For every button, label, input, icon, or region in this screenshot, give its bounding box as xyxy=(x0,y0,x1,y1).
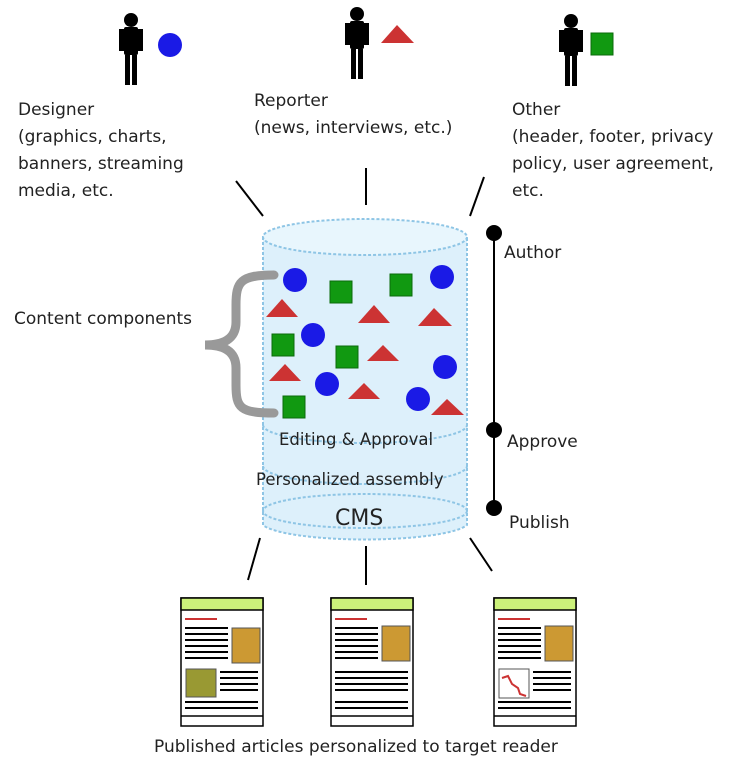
designer-person-icon xyxy=(119,13,143,85)
cms-label: CMS xyxy=(335,506,384,531)
editing-approval-label: Editing & Approval xyxy=(279,430,434,449)
connector-article-3 xyxy=(469,537,493,572)
other-square-icon xyxy=(590,32,614,56)
component-circle xyxy=(301,323,325,347)
designer-circle-icon xyxy=(158,33,182,57)
published-article-2 xyxy=(330,597,414,727)
connector-article-1 xyxy=(247,537,261,581)
reporter-triangle-icon xyxy=(381,25,414,43)
reporter-detail-line: (news, interviews, etc.) xyxy=(254,118,453,138)
component-square xyxy=(389,273,413,297)
component-triangle xyxy=(431,399,464,415)
component-square xyxy=(271,333,295,357)
component-circle xyxy=(433,355,457,379)
component-circle xyxy=(430,265,454,289)
component-triangle xyxy=(367,345,399,361)
content-components-label: Content components xyxy=(14,309,193,329)
component-circle xyxy=(406,387,430,411)
approve-node xyxy=(486,422,502,438)
other-detail-line: (header, footer, privacy xyxy=(512,127,714,147)
other-title: Other xyxy=(512,100,561,120)
publish-label: Publish xyxy=(509,513,570,533)
component-triangle xyxy=(348,383,380,399)
workflow-timeline xyxy=(486,225,502,516)
designer-detail-line: media, etc. xyxy=(18,181,114,201)
connector-other xyxy=(469,176,485,217)
other-detail-line: etc. xyxy=(512,181,544,201)
reporter-person-icon xyxy=(345,7,369,79)
author-label: Author xyxy=(504,243,562,263)
component-circle xyxy=(283,268,307,292)
connector-designer xyxy=(235,180,264,217)
author-node xyxy=(486,225,502,241)
approve-label: Approve xyxy=(507,432,578,452)
caption: Published articles personalized to targe… xyxy=(154,737,558,757)
component-square xyxy=(335,345,359,369)
component-triangle xyxy=(269,364,301,381)
published-article-3 xyxy=(493,597,577,727)
other-detail-line: policy, user agreement, xyxy=(512,154,714,174)
curly-brace xyxy=(204,270,279,418)
published-article-1 xyxy=(180,597,264,727)
component-square xyxy=(329,280,353,304)
component-circle xyxy=(315,372,339,396)
mini-chart-icon xyxy=(501,674,527,697)
designer-detail-line: banners, streaming xyxy=(18,154,184,174)
component-triangle xyxy=(418,308,452,326)
designer-detail-line: (graphics, charts, xyxy=(18,127,167,147)
publish-node xyxy=(486,500,502,516)
personalized-assembly-label: Personalized assembly xyxy=(256,470,444,489)
component-triangle xyxy=(358,305,390,323)
other-person-icon xyxy=(559,14,583,86)
reporter-title: Reporter xyxy=(254,91,328,111)
content-components xyxy=(266,265,464,419)
component-triangle xyxy=(266,299,298,317)
designer-title: Designer xyxy=(18,100,95,120)
component-square xyxy=(282,395,306,419)
